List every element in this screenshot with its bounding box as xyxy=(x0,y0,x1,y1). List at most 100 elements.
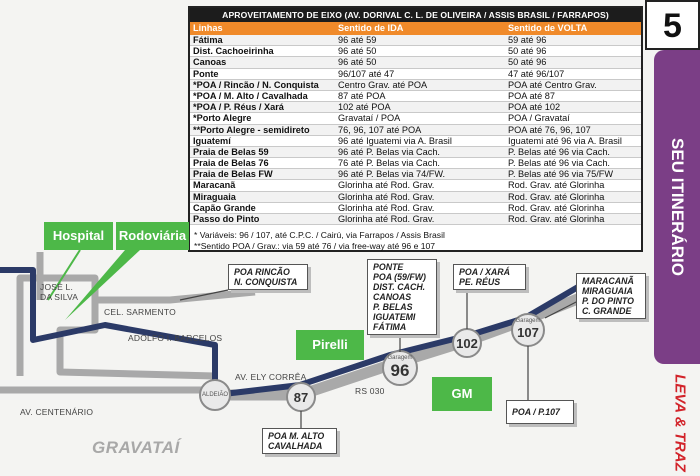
callout-ponte-line3: DIST. CACH. xyxy=(373,282,426,292)
callout-maracana-line2: MIRAGUAIA xyxy=(582,286,633,296)
cell-line: Praia de Belas 76 xyxy=(193,158,269,169)
cell-return: POA até 102 xyxy=(508,102,561,113)
street-rs030: RS 030 xyxy=(355,386,385,396)
callout-leaders xyxy=(179,289,581,428)
street-cel-sarmento: CEL. SARMENTO xyxy=(104,307,176,317)
callout-malto: POA M. ALTO CAVALHADA xyxy=(262,428,337,454)
cell-return: 50 até 96 xyxy=(508,46,547,57)
callout-rincao-line1: POA RINCÃO xyxy=(234,267,290,277)
callout-ponte-line2: POA (59/FW) xyxy=(373,272,426,282)
callout-malto-line1: POA M. ALTO xyxy=(268,431,325,441)
cell-line: Canoas xyxy=(193,57,227,68)
callout-malto-line2: CAVALHADA xyxy=(268,441,323,451)
brand-logo: LEVA & TRAZ xyxy=(671,374,689,472)
cell-return: Rod. Grav. até Glorinha xyxy=(508,202,605,213)
city-label: GRAVATAÍ xyxy=(92,438,180,457)
cell-return: 50 até 96 xyxy=(508,57,547,68)
callout-maracana-line3: P. DO PINTO xyxy=(582,296,634,306)
cell-return: Rod. Grav. até Glorinha xyxy=(508,191,605,202)
cell-return: Iguatemi até 96 via A. Brasil xyxy=(508,135,622,146)
hospital-pointer-line xyxy=(47,249,81,301)
cell-outbound: 96 até Iguatemi via A. Brasil xyxy=(338,135,452,146)
street-jose-silva-line2: DA SILVA xyxy=(40,292,79,302)
callout-maracana-line1: MARACANÃ xyxy=(582,276,634,286)
cell-outbound: Glorinha até Rod. Grav. xyxy=(338,214,435,224)
callout-ponte: PONTE POA (59/FW) DIST. CACH. CANOAS P. … xyxy=(367,259,437,335)
cell-outbound: Glorinha até Rod. Grav. xyxy=(338,180,435,191)
cell-outbound: Glorinha até Rod. Grav. xyxy=(338,202,435,213)
cell-outbound: 96/107 até 47 xyxy=(338,68,395,79)
table-header-row: Linhas Sentido de IDA Sentido de VOLTA xyxy=(190,22,641,35)
cell-return: 59 até 96 xyxy=(508,35,547,45)
callout-ponte-line1: PONTE xyxy=(373,262,404,272)
rodoviaria-pointer xyxy=(65,250,140,320)
cell-outbound: Gravataí / POA xyxy=(338,113,401,124)
cell-return: Rod. Grav. até Glorinha xyxy=(508,214,605,224)
schedule-table: APROVEITAMENTO DE EIXO (AV. DORIVAL C. L… xyxy=(188,6,643,252)
callout-ponte-line6: IGUATEMI xyxy=(373,312,416,322)
table-row: Iguatemí 96 até Iguatemi via A. Brasil Igu… xyxy=(190,136,641,147)
cell-line: Capão Grande xyxy=(193,202,256,213)
road-cel-sarmento xyxy=(95,288,256,304)
street-jose-silva: JOSÉ L. DA SILVA xyxy=(40,282,78,302)
callout-rincao: POA RINCÃO N. CONQUISTA xyxy=(228,264,308,290)
cell-line: Fátima xyxy=(193,35,223,45)
callout-xara: POA / XARÁ PE. RÉUS xyxy=(453,264,526,290)
cell-return: 47 até 96/107 xyxy=(508,68,565,79)
note-sentido: **Sentido POA / Grav.: via 59 até 76 / v… xyxy=(194,241,436,252)
callout-rincao-line2: N. CONQUISTA xyxy=(234,277,298,287)
cell-line: *POA / M. Alto / Cavalhada xyxy=(193,90,308,101)
stop-87-label: 87 xyxy=(293,390,309,405)
callout-ponte-line7: FÁTIMA xyxy=(373,322,407,332)
table-row: Capão Grande Glorinha até Rod. Grav. Rod. … xyxy=(190,203,641,214)
stop-aldeiao-marker xyxy=(199,379,231,411)
cell-line: Praia de Belas 59 xyxy=(193,146,269,157)
callout-xara-line2: PE. RÉUS xyxy=(459,277,501,287)
stop-107-label: 107 xyxy=(517,325,539,340)
cell-return: POA até Centro Grav. xyxy=(508,79,597,90)
cell-outbound: Centro Grav. até POA xyxy=(338,79,428,90)
cell-line: Maracanã xyxy=(193,180,236,191)
table-title: APROVEITAMENTO DE EIXO (AV. DORIVAL C. L… xyxy=(190,8,641,22)
callout-ponte-line5: P. BELAS xyxy=(373,302,413,312)
stop-aldeiao-label: ALDEIÃO xyxy=(201,392,228,398)
cell-outbound: 87 até POA xyxy=(338,90,386,101)
header-lines: Linhas xyxy=(193,23,223,33)
section-title: SEU ITINERÁRIO xyxy=(668,138,687,276)
cell-outbound: 96 até 50 xyxy=(338,57,377,68)
cell-outbound: 102 até POA xyxy=(338,102,391,113)
cell-outbound: 96 até 59 xyxy=(338,35,377,45)
cell-return: P. Belas até 96 via Cach. xyxy=(508,146,610,157)
cell-return: POA até 76, 96, 107 xyxy=(508,124,591,135)
street-adolfo-barcelos: ADOLFO I. BARCELOS xyxy=(128,333,223,343)
cell-outbound: 76, 96, 107 até POA xyxy=(338,124,422,135)
cell-return: POA / Gravataí xyxy=(508,113,570,124)
cell-return: P. Belas até 96 via Cach. xyxy=(508,158,610,169)
landmark-hospital: Hospital xyxy=(44,222,113,250)
cell-line: Ponte xyxy=(193,68,219,79)
cell-outbound: Glorinha até Rod. Grav. xyxy=(338,191,435,202)
table-notes: * Variáveis: 96 / 107, até C.P.C. / Cair… xyxy=(190,225,641,252)
cell-line: Passo do Pinto xyxy=(193,214,260,224)
cell-outbound: 96 até P. Belas via 74/FW. xyxy=(338,169,446,180)
cell-outbound: 96 até 50 xyxy=(338,46,377,57)
landmark-pirelli: Pirelli xyxy=(296,330,364,360)
callout-xara-line1: POA / XARÁ xyxy=(459,267,510,277)
section-tab xyxy=(654,50,700,364)
stop-107-caption: Garagem xyxy=(515,318,541,324)
note-variaveis: * Variáveis: 96 / 107, até C.P.C. / Cair… xyxy=(194,230,445,241)
callout-maracana: MARACANÃ MIRAGUAIA P. DO PINTO C. GRANDE xyxy=(576,273,646,319)
landmark-rodoviaria: Rodoviária xyxy=(116,222,189,250)
table-row: Fátima 96 até 59 59 até 96 xyxy=(190,35,641,47)
stop-96-caption: Garagem xyxy=(387,355,413,361)
page-number: 5 xyxy=(645,0,700,50)
cell-line: Iguatemí xyxy=(193,135,231,146)
